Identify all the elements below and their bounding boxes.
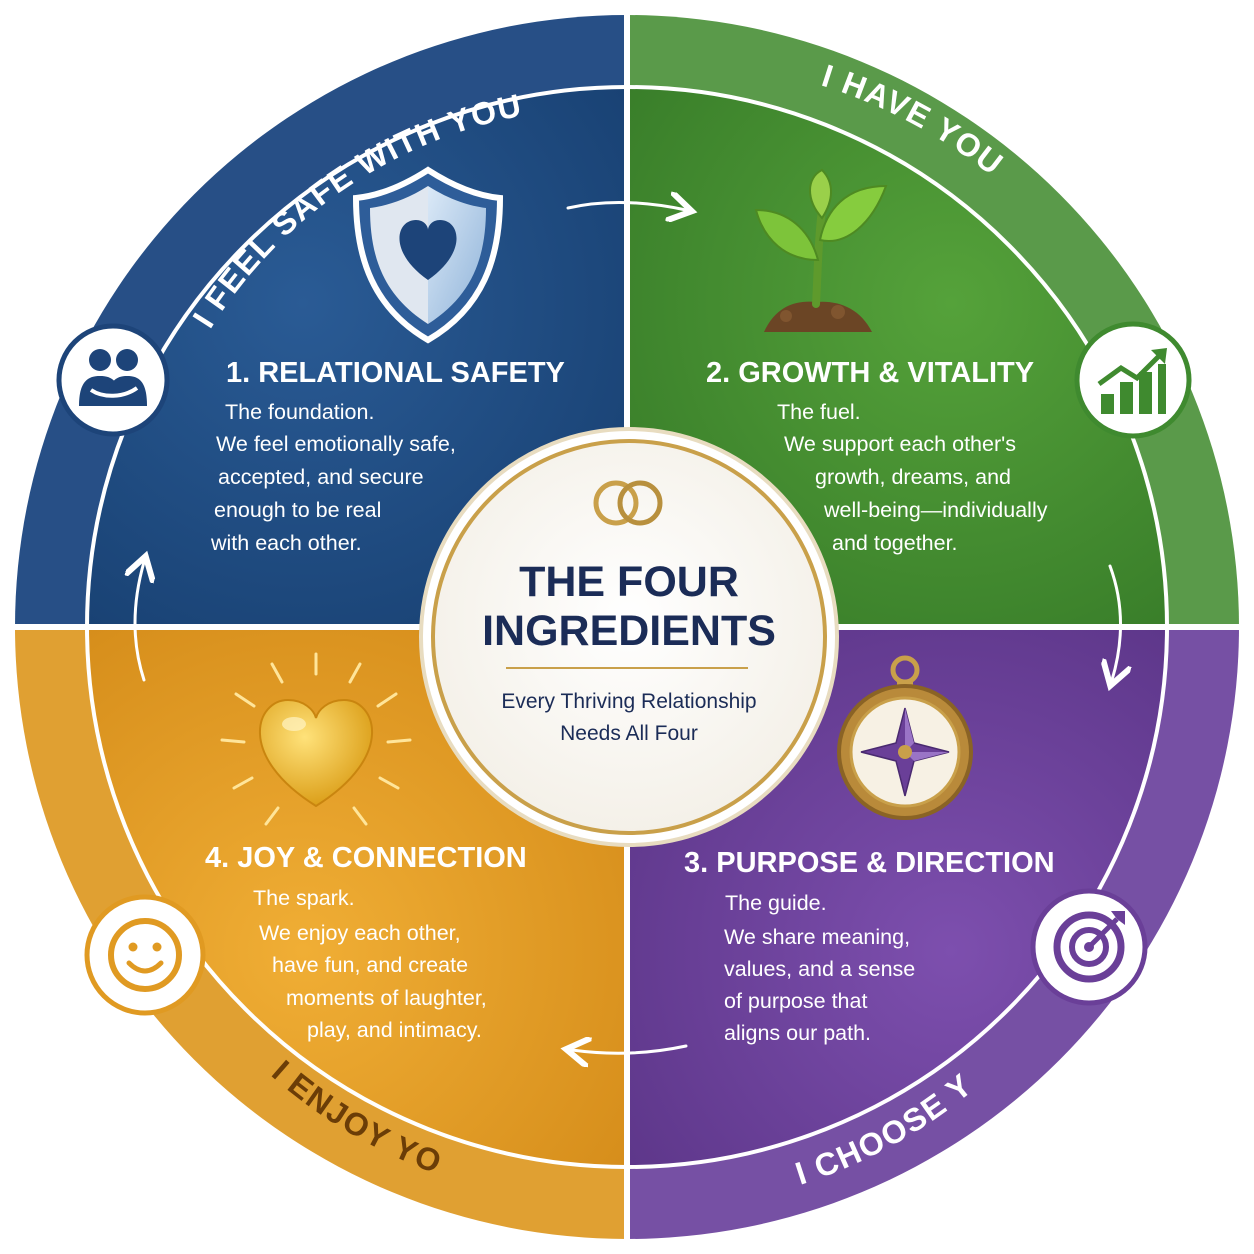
quadrant-body-safety: The foundation. We feel emotionally safe… — [210, 400, 456, 555]
svg-text:enough to be real: enough to be real — [214, 498, 381, 522]
center-title-line1: THE FOUR — [519, 558, 739, 606]
svg-text:accepted, and secure: accepted, and secure — [218, 465, 424, 489]
svg-text:growth, dreams, and: growth, dreams, and — [815, 465, 1011, 489]
quadrant-title-joy: 4. JOY & CONNECTION — [205, 842, 527, 874]
target-icon — [1030, 888, 1148, 1006]
svg-text:moments of laughter,: moments of laughter, — [286, 986, 487, 1010]
sprouting-plant-icon — [754, 168, 888, 332]
center-title-line2: INGREDIENTS — [482, 607, 776, 655]
center-subtitle-line1: Every Thriving Relationship — [501, 690, 756, 713]
center-subtitle-line2: Needs All Four — [560, 722, 698, 745]
hugging-people-icon — [56, 323, 170, 437]
svg-text:with each other.: with each other. — [210, 531, 362, 555]
svg-text:play, and intimacy.: play, and intimacy. — [307, 1018, 482, 1042]
svg-text:We feel emotionally safe,: We feel emotionally safe, — [216, 432, 456, 456]
smiley-icon — [84, 894, 206, 1016]
shield-heart-icon — [352, 166, 504, 344]
svg-text:We enjoy each other,: We enjoy each other, — [259, 921, 461, 945]
svg-text:have fun, and create: have fun, and create — [272, 953, 468, 977]
wedding-rings-icon — [593, 480, 663, 526]
svg-text:of purpose that: of purpose that — [724, 989, 867, 1013]
arrow-safety-to-growth — [566, 202, 686, 210]
svg-text:well-being—individually: well-being—individually — [823, 498, 1048, 522]
svg-text:values, and a sense: values, and a sense — [724, 957, 915, 981]
center-badge: THE FOUR INGREDIENTS Every Thriving Rela… — [419, 427, 839, 847]
svg-text:We share meaning,: We share meaning, — [724, 925, 910, 949]
growth-chart-icon — [1074, 321, 1192, 439]
svg-text:We support each other's: We support each other's — [784, 432, 1016, 456]
svg-text:and together.: and together. — [832, 531, 958, 555]
compass-icon — [837, 655, 973, 820]
svg-text:The fuel.: The fuel. — [777, 400, 861, 424]
quadrant-title-growth: 2. GROWTH & VITALITY — [706, 357, 1034, 389]
quadrant-body-growth: The fuel. We support each other's growth… — [777, 400, 1048, 555]
svg-text:The foundation.: The foundation. — [225, 400, 374, 424]
quadrant-body-joy: The spark. We enjoy each other, have fun… — [253, 886, 487, 1042]
svg-text:The guide.: The guide. — [725, 891, 827, 915]
svg-text:aligns our path.: aligns our path. — [724, 1021, 871, 1045]
quadrant-title-safety: 1. RELATIONAL SAFETY — [226, 357, 565, 389]
arrow-purpose-to-joy — [572, 1046, 688, 1053]
arrow-growth-to-purpose — [1110, 564, 1121, 680]
flow-arrows — [135, 202, 1121, 1053]
svg-text:The spark.: The spark. — [253, 886, 355, 910]
quadrant-body-purpose: The guide. We share meaning, values, and… — [724, 891, 915, 1045]
quadrant-title-purpose: 3. PURPOSE & DIRECTION — [684, 847, 1055, 879]
arrow-joy-to-safety — [135, 562, 144, 682]
glowing-heart-icon — [220, 652, 412, 826]
